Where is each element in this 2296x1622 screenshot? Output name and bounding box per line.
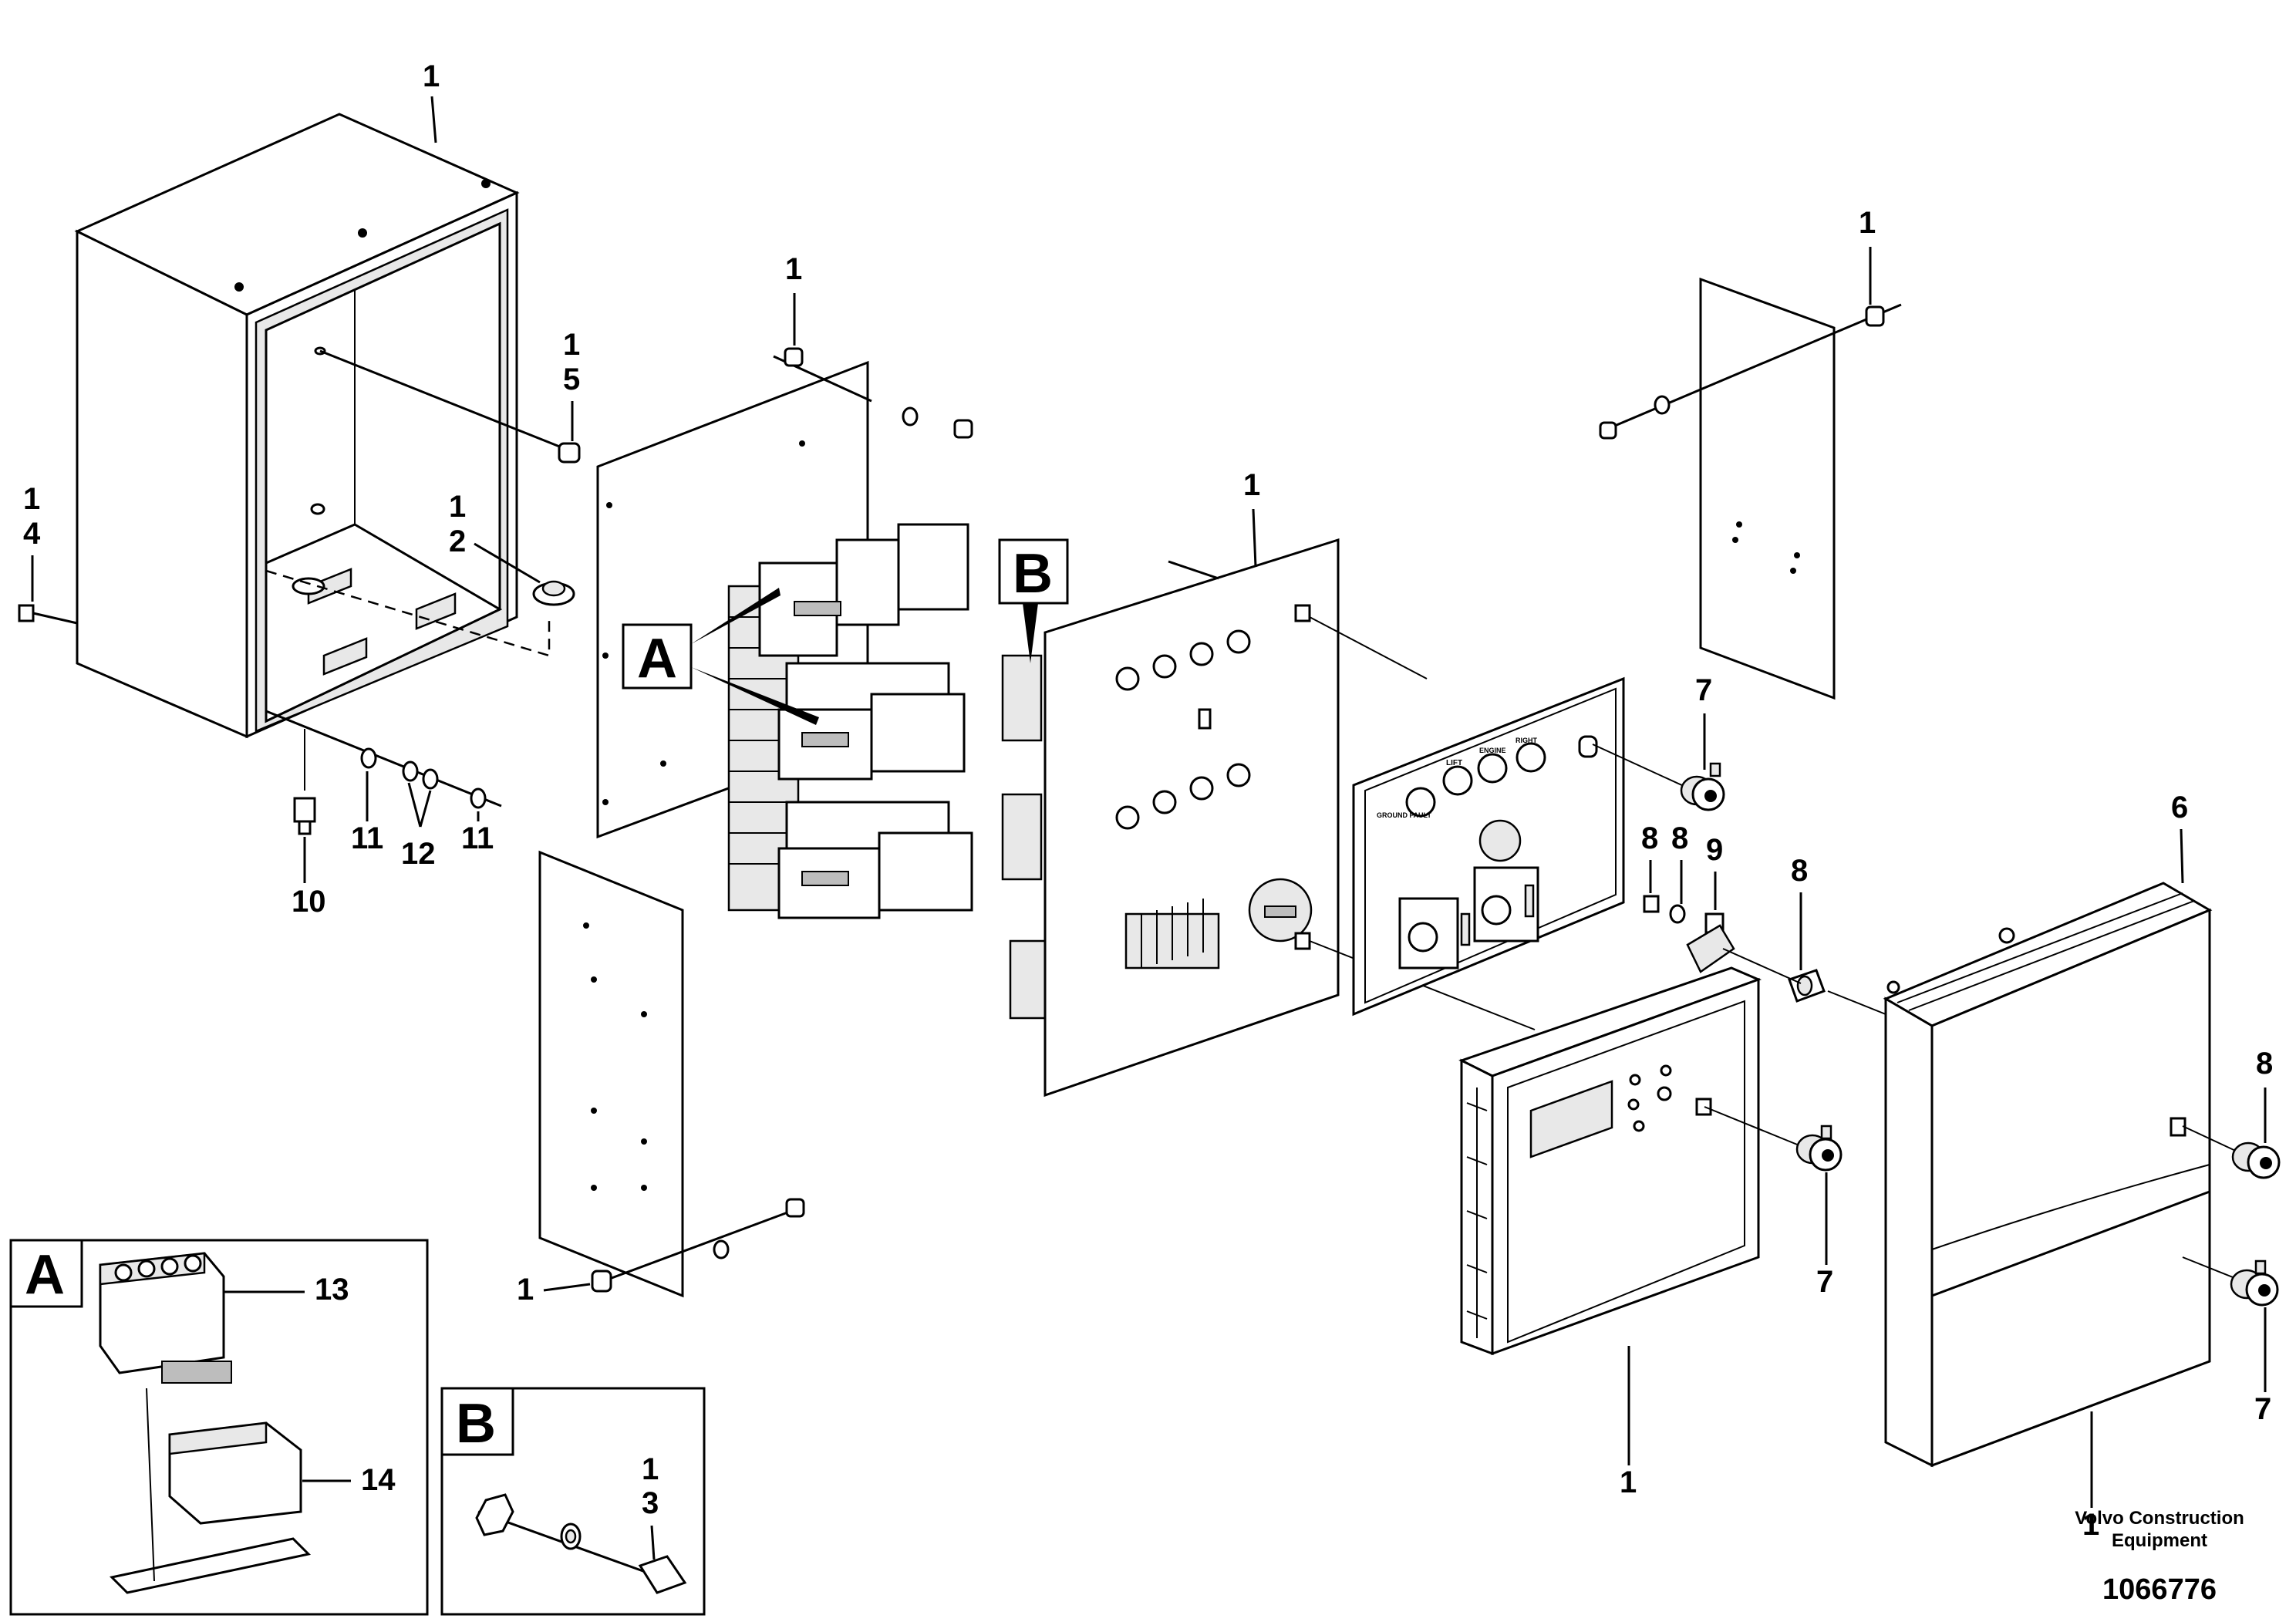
callout-frame-bottom: 1 <box>1620 1465 1637 1499</box>
grommet-2 <box>532 580 575 606</box>
callout-12: 12 <box>401 837 436 871</box>
callout-10: 10 <box>292 885 326 919</box>
marking-ground-fault: GROUND FAULT <box>1377 811 1431 819</box>
callout-lower-plate-nut: 1 <box>517 1273 534 1307</box>
callout-box-top: 1 <box>423 59 440 93</box>
marking-right: RIGHT <box>1515 737 1538 744</box>
inset-b-item-b: 3 <box>642 1486 659 1520</box>
callout-9: 9 <box>1706 833 1723 867</box>
cabinet-door <box>1883 882 2213 1468</box>
lock-8 <box>2182 1125 2281 1179</box>
inset-a-item-14: 14 <box>361 1463 396 1497</box>
inset-a: A <box>9 1239 429 1616</box>
display-frame <box>1458 966 1762 1356</box>
callout-lock-7-low: 7 <box>2254 1392 2271 1426</box>
callout-lock-7-mid: 7 <box>1816 1265 1833 1299</box>
callout-plate-top-nut: 1 <box>785 252 802 286</box>
lock-7-mid <box>1704 1106 1843 1172</box>
callout-11-left: 11 <box>351 821 383 855</box>
inset-b: B <box>440 1387 706 1616</box>
callout-8-a: 8 <box>1641 821 1658 855</box>
callout-panel-top: 1 <box>1243 468 1260 502</box>
callout-door-bottom: 1 <box>2082 1508 2099 1542</box>
marking-lift: LIFT <box>1446 759 1462 767</box>
component-assembly <box>727 523 1047 1020</box>
drawing-number: 1066776 <box>2102 1573 2217 1606</box>
mount-hardware <box>265 710 502 835</box>
lock-7-top <box>1592 744 1725 811</box>
lock-7-low <box>2182 1256 2279 1307</box>
footer-company-line1: Volvo Construction <box>2075 1508 2244 1529</box>
callout-8-b: 8 <box>1671 821 1688 855</box>
footer-block: Volvo Construction Equipment 1066776 <box>2075 1508 2244 1606</box>
callout-screw-5-a: 1 <box>563 328 580 362</box>
callout-8-d: 8 <box>2256 1047 2273 1081</box>
callout-screw-4-b: 4 <box>23 517 41 551</box>
front-panel <box>1043 538 1340 1098</box>
callout-grommet-2-a: 1 <box>449 490 466 524</box>
callout-6: 6 <box>2171 791 2188 824</box>
marking-engine: ENGINE <box>1479 747 1506 754</box>
callout-8-c: 8 <box>1791 854 1808 888</box>
footer-company-line2: Equipment <box>2112 1530 2207 1551</box>
screw-5 <box>319 349 581 464</box>
label-b: B <box>998 538 1069 663</box>
control-overlay: GROUND FAULT LIFT ENGINE RIGHT <box>1309 616 1625 1030</box>
callout-screw-4-a: 1 <box>23 482 40 516</box>
callout-11-right: 11 <box>461 821 494 855</box>
label-a-text: A <box>637 628 677 690</box>
callout-rear-plate-nut: 1 <box>1859 206 1876 240</box>
inset-b-letter: B <box>456 1393 496 1455</box>
hinge-hardware <box>1643 895 1826 1003</box>
rear-plate-upper <box>1599 277 1902 700</box>
inset-a-item-13: 13 <box>315 1273 349 1307</box>
callout-grommet-2-b: 2 <box>449 524 466 558</box>
inset-b-item-a: 1 <box>642 1452 659 1486</box>
screw-4 <box>18 604 78 625</box>
callout-lock-7-top: 7 <box>1695 673 1712 707</box>
rear-plate-lower <box>538 850 805 1298</box>
label-b-text: B <box>1013 543 1053 605</box>
callout-screw-5-b: 5 <box>563 363 580 396</box>
inset-a-letter: A <box>25 1244 65 1306</box>
label-a: A <box>622 588 819 725</box>
enclosure-box <box>74 113 551 739</box>
